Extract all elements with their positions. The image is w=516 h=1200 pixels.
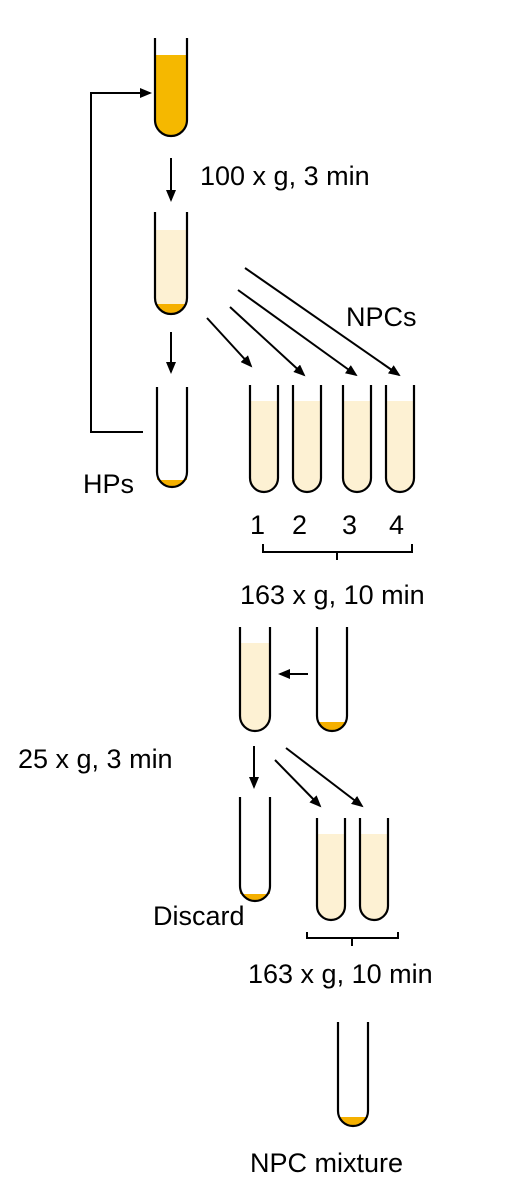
final-tube-2-fill [360, 834, 388, 920]
label-npcs: NPCs [346, 302, 417, 332]
tube-resuspended-fill [240, 643, 270, 731]
final-tube-1 [315, 818, 347, 922]
tube-discard-pellet [240, 886, 270, 901]
final-tube-1-fill [317, 834, 345, 920]
tube-npc-mixture [336, 1022, 370, 1128]
label-tube-3: 3 [342, 510, 357, 540]
arrow-recycle-loop [90, 88, 152, 433]
npc-tube-4 [384, 385, 416, 494]
arrow-to-tube-1 [206, 317, 253, 368]
npc-tube-1-outline [248, 385, 280, 494]
tube-pellet-2-outline [315, 627, 349, 733]
tube-pellet-after-spin2 [315, 627, 349, 733]
final-tube-2-outline [358, 818, 390, 922]
label-hps: HPs [83, 469, 134, 499]
tube-b-pellet [155, 298, 187, 314]
label-discard: Discard [153, 901, 245, 931]
label-result: NPC mixture [250, 1148, 403, 1178]
tube-initial-outline [153, 38, 189, 138]
tube-hps [155, 387, 189, 489]
npc-tube-1-fill [250, 401, 278, 492]
npc-tube-4-fill [386, 401, 414, 492]
tube-npc-mixture-outline [336, 1022, 370, 1128]
arrow-to-final-tube-2 [285, 747, 364, 808]
label-tube-2: 2 [292, 510, 307, 540]
npc-tube-3-outline [341, 385, 373, 494]
tube-resuspended [238, 627, 272, 733]
npc-tube-3-fill [343, 401, 371, 492]
tube-npc-mixture-pellet [338, 1111, 368, 1126]
label-tube-4: 4 [389, 510, 404, 540]
label-spin4: 163 x g, 10 min [248, 959, 433, 989]
npc-tube-4-outline [384, 385, 416, 494]
arrow-to-tube-3 [237, 289, 358, 377]
tube-pellet-2-pellet [317, 716, 347, 731]
tube-b-outline [153, 212, 189, 316]
npc-tube-2 [291, 385, 323, 494]
tube-hps-pellet [157, 472, 187, 487]
bracket-tubes-1-4 [262, 544, 413, 560]
label-spin1: 100 x g, 3 min [200, 161, 370, 191]
tube-after-spin1 [153, 212, 189, 316]
tube-initial-fill [155, 55, 187, 136]
arrow-to-final-tube-1 [274, 759, 322, 808]
npc-tube-2-outline [291, 385, 323, 494]
npc-tube-2-fill [293, 401, 321, 492]
label-spin3: 25 x g, 3 min [18, 744, 173, 774]
arrow-to-tube-2 [229, 306, 306, 377]
tube-b-supernatant [155, 230, 187, 314]
final-tube-1-outline [315, 818, 347, 922]
npc-distribution-arrows [206, 267, 401, 377]
tube-discard [238, 797, 272, 903]
tube-discard-outline [238, 797, 272, 903]
arrow-to-tube-4 [244, 267, 401, 377]
final-tube-2 [358, 818, 390, 922]
tube-resuspended-outline [238, 627, 272, 733]
label-tube-1: 1 [250, 510, 265, 540]
tube-initial-suspension [153, 38, 189, 138]
label-spin2: 163 x g, 10 min [240, 580, 425, 610]
npc-tube-1 [248, 385, 280, 494]
npc-tube-3 [341, 385, 373, 494]
tube-hps-outline [155, 387, 189, 489]
bracket-final-tubes [306, 932, 399, 946]
